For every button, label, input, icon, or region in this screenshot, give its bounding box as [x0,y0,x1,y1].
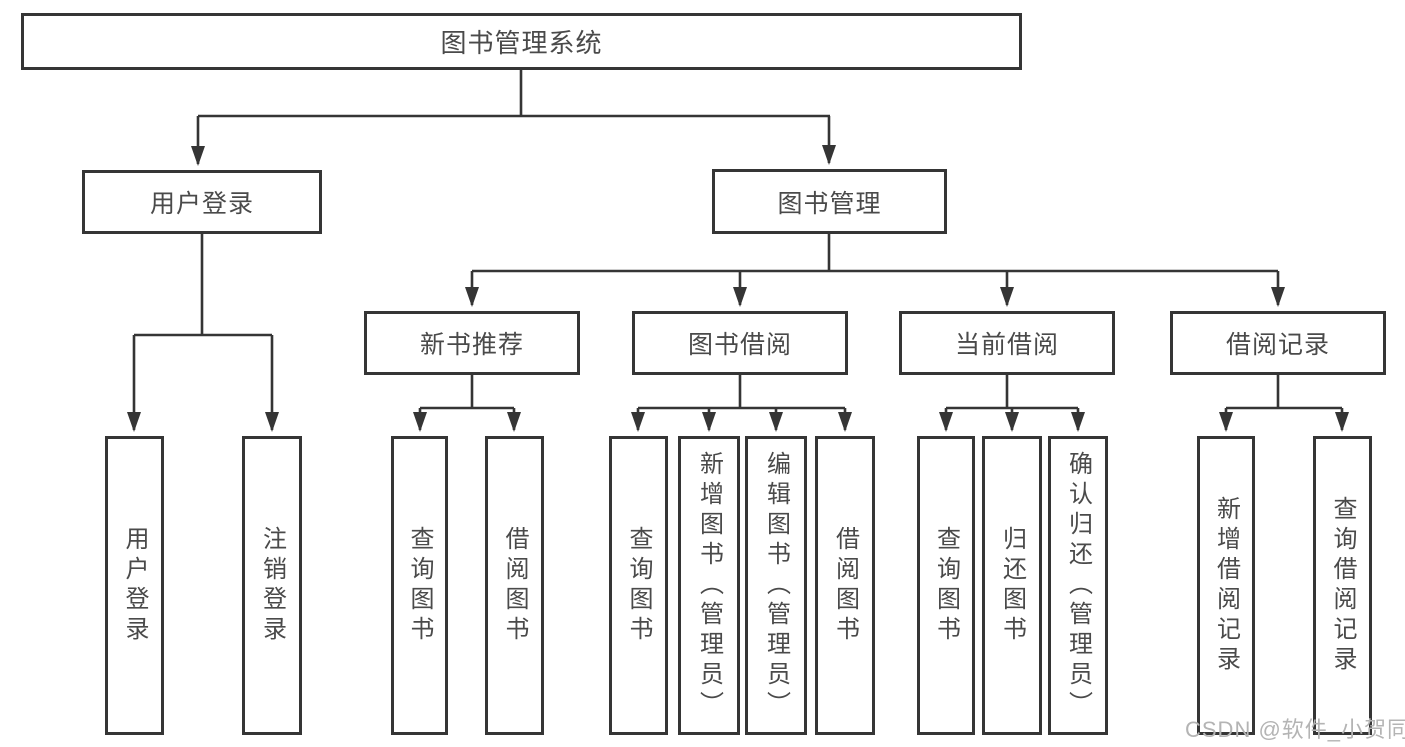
leaf-query-books-current: 查询图书 [917,436,975,735]
leaf-confirm-return-admin: 确认归还（管理员） [1048,436,1108,735]
leaf-query-borrow-record: 查询借阅记录 [1313,436,1372,735]
csdn-watermark: CSDN @软件_小贺同学 [1185,717,1405,742]
node-borrowing-records: 借阅记录 [1170,311,1386,375]
leaf-borrow-books-recommend: 借阅图书 [485,436,544,735]
leaf-add-borrow-record: 新增借阅记录 [1197,436,1255,735]
node-current-borrowing: 当前借阅 [899,311,1115,375]
node-new-book-recommend: 新书推荐 [364,311,580,375]
leaf-query-books-recommend: 查询图书 [391,436,448,735]
leaf-query-books-borrowing: 查询图书 [609,436,668,735]
leaf-return-book: 归还图书 [982,436,1042,735]
leaf-user-login: 用户登录 [105,436,164,735]
node-user-login: 用户登录 [82,170,322,234]
node-book-management: 图书管理 [712,169,947,234]
leaf-edit-book-admin: 编辑图书（管理员） [745,436,807,735]
node-book-management-system: 图书管理系统 [21,13,1022,70]
leaf-logout: 注销登录 [242,436,302,735]
leaf-borrow-books: 借阅图书 [815,436,875,735]
leaf-add-book-admin: 新增图书（管理员） [678,436,740,735]
node-book-borrowing: 图书借阅 [632,311,848,375]
